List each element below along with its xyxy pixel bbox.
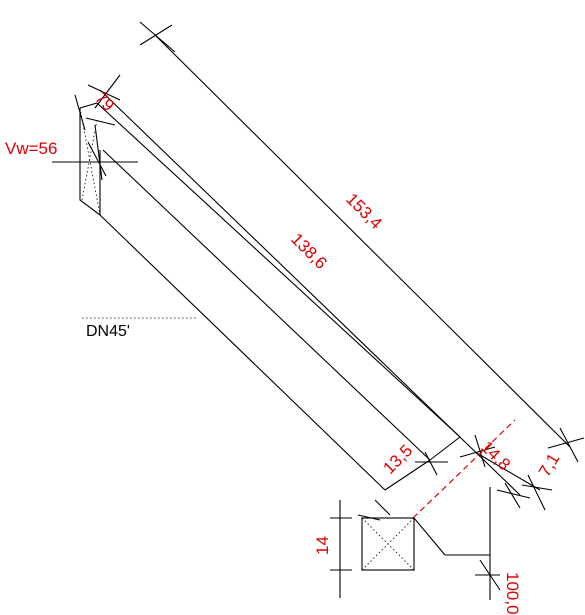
tick-13-5-b: [424, 451, 438, 476]
duct-end-rectangle: [79, 108, 101, 217]
tick-mid-b: [87, 141, 107, 177]
duct-end-rect-diag-2: [81, 119, 98, 201]
tick-153-start-a: [139, 21, 176, 53]
tick-box-top-b: [374, 499, 391, 516]
duct-edge-top: [96, 102, 461, 438]
dimension-line-7-1: [474, 451, 541, 491]
tick-top-2a: [74, 94, 86, 131]
tick-7-1-b: [527, 474, 546, 511]
tick-100-top-b: [479, 559, 501, 591]
duct-end-connector: [384, 459, 431, 491]
label-dim-79: 79: [91, 88, 118, 115]
duct-end-cap: [429, 436, 461, 461]
tick-mid-c: [94, 124, 103, 181]
tick-138-end-b: [504, 482, 521, 509]
label-dim-7-1: 7,1: [535, 450, 563, 480]
label-vw: Vw=56: [5, 139, 57, 158]
label-dim-14: 14: [313, 536, 332, 555]
tick-14-8-b: [474, 434, 486, 468]
label-dim-138: 138,6: [287, 229, 331, 273]
duct-edge-bottom: [99, 214, 386, 491]
label-dim-14-8: 14,8: [477, 437, 514, 474]
label-dn: DN45': [86, 323, 130, 340]
tick-7-1-a: [521, 484, 553, 491]
tick-box-top-a: [357, 514, 381, 521]
duct-end-rect-top: [79, 102, 98, 109]
red-dimension-line: [412, 419, 516, 519]
dimension-line-153: [154, 34, 571, 448]
tick-top-1a: [87, 84, 121, 101]
tick-top-1b: [94, 74, 121, 109]
elbow-box-diag-2: [361, 517, 415, 571]
tick-153-end-a: [547, 437, 585, 449]
elbow-box: [361, 517, 415, 571]
elbow-connector: [413, 517, 446, 556]
tick-153-start-b: [139, 24, 173, 46]
duct-edge-inner: [102, 149, 431, 461]
tick-138-end-a: [496, 489, 531, 499]
tick-top-2b: [85, 117, 116, 126]
tick-153-end-b: [559, 427, 579, 463]
label-dim-153: 153,4: [342, 189, 386, 233]
tick-14-8-a: [459, 446, 496, 458]
label-dim-100: 100,0: [503, 572, 522, 615]
